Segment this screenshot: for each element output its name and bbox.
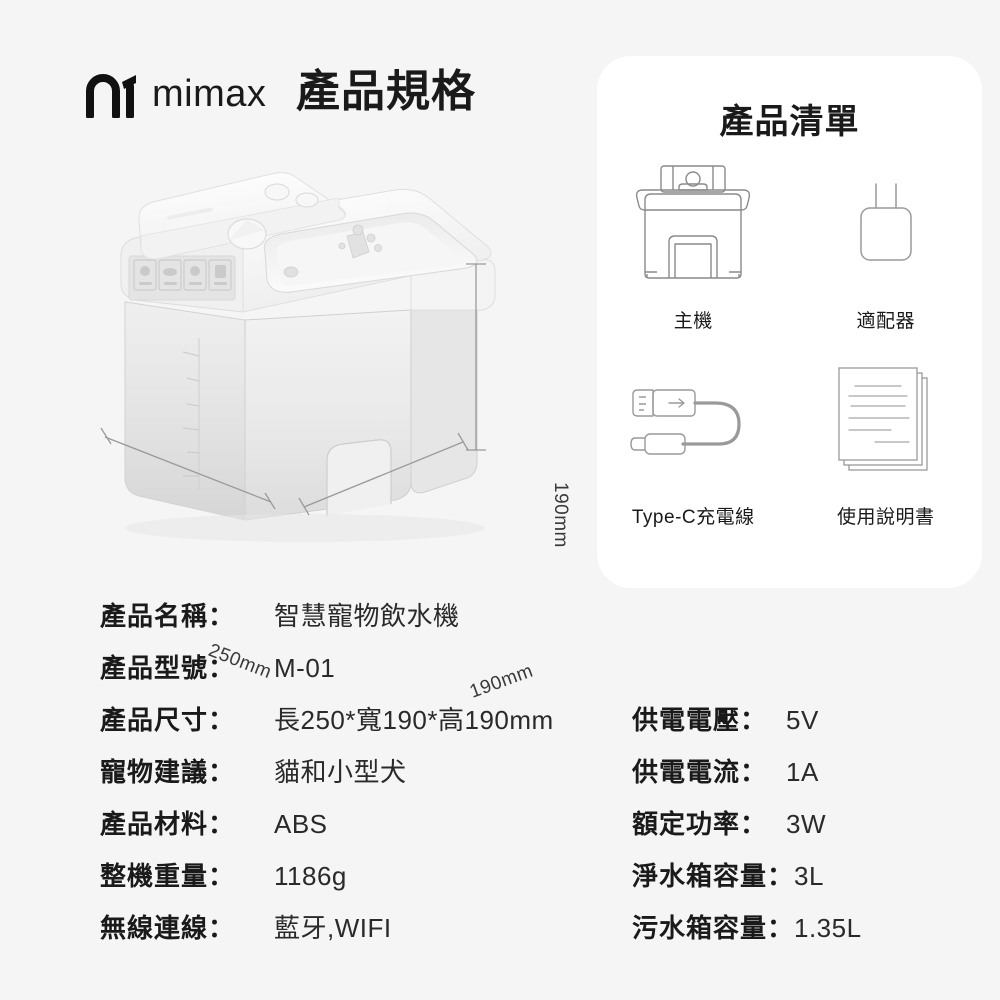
package-item-label: Type-C充電線 [631, 507, 755, 528]
spec-row: 污水箱容量： 1.35L [632, 908, 862, 960]
package-item-label: 使用說明書 [836, 507, 935, 528]
dimension-line-width [298, 432, 469, 516]
dimension-label-height: 190mm [550, 482, 571, 548]
brand-wordmark: mimax [152, 73, 267, 115]
usb-cable-icon [630, 389, 741, 455]
spec-label: 整機重量： [100, 861, 236, 891]
spec-label: 寵物建議： [100, 757, 236, 787]
package-list-panel: 產品清單 [597, 56, 982, 588]
spec-row: 無線連線： 藍牙,WIFI [100, 908, 554, 960]
spec-value: ABS [274, 809, 328, 839]
spec-row: 整機重量： 1186g [100, 856, 554, 908]
spec-value: 1.35L [794, 913, 862, 943]
spec-row: 產品型號： M-01 [100, 648, 554, 700]
spec-label: 額定功率： [632, 809, 768, 839]
spec-row: 額定功率： 3W [632, 804, 862, 856]
package-list-grid: 主機 適配器 [597, 160, 982, 550]
mimax-logo-mark-icon [86, 74, 136, 118]
pet-water-fountain-illustration [100, 172, 496, 542]
spec-row: 供電電壓： 5V [632, 700, 862, 752]
spec-label: 產品尺寸： [100, 705, 236, 735]
dimension-line-depth [100, 427, 276, 510]
spec-label: 產品材料： [100, 809, 236, 839]
spec-table-left: 產品名稱： 智慧寵物飲水機 產品型號： M-01 產品尺寸： 長250*寬190… [100, 596, 554, 960]
package-item-adapter: 適配器 [790, 160, 983, 360]
spec-row: 產品材料： ABS [100, 804, 554, 856]
spec-label: 產品型號： [100, 653, 236, 683]
package-item-label: 適配器 [856, 311, 915, 332]
spec-table-right: 供電電壓： 5V 供電電流： 1A 額定功率： 3W 淨水箱容量： 3L 污水箱… [632, 700, 862, 960]
product-image-with-dimensions: 190mm 250mm 190mm [95, 160, 571, 703]
power-adapter-icon [860, 183, 912, 261]
spec-label: 無線連線： [100, 913, 236, 943]
kit-art-cable [623, 360, 763, 480]
package-item-cable: Type-C充電線 [597, 360, 790, 550]
package-item-label: 主機 [673, 311, 713, 332]
spec-row: 產品尺寸： 長250*寬190*高190mm [100, 700, 554, 752]
spec-value: 藍牙,WIFI [274, 913, 392, 943]
kit-art-manual [829, 360, 943, 480]
spec-value: 1A [786, 757, 819, 787]
spec-label: 淨水箱容量： [632, 861, 795, 891]
spec-label: 污水箱容量： [632, 913, 795, 943]
spec-label: 供電電流： [632, 757, 768, 787]
spec-value: M-01 [274, 653, 336, 683]
package-list-title: 產品清單 [719, 103, 860, 141]
package-item-main-unit: 主機 [597, 160, 790, 360]
kit-art-adapter [843, 160, 929, 288]
spec-value: 長250*寬190*高190mm [274, 705, 554, 735]
spec-value: 智慧寵物飲水機 [274, 601, 460, 631]
page-title: 產品規格 [296, 67, 476, 116]
dimension-line-height [466, 263, 486, 451]
spec-value: 1186g [274, 861, 347, 891]
kit-art-main-unit [617, 160, 769, 288]
spec-value: 5V [786, 705, 819, 735]
package-item-manual: 使用說明書 [790, 360, 983, 550]
spec-value: 3L [794, 861, 824, 891]
spec-value: 貓和小型犬 [274, 757, 407, 787]
spec-row: 淨水箱容量： 3L [632, 856, 862, 908]
spec-label: 產品名稱： [100, 601, 236, 631]
spec-row: 供電電流： 1A [632, 752, 862, 804]
spec-label: 供電電壓： [632, 705, 768, 735]
brand-lockup: mimax [86, 72, 266, 118]
water-fountain-icon [636, 165, 751, 279]
spec-row: 產品名稱： 智慧寵物飲水機 [100, 596, 554, 648]
spec-row: 寵物建議： 貓和小型犬 [100, 752, 554, 804]
manual-document-icon [838, 367, 928, 471]
spec-value: 3W [786, 809, 826, 839]
